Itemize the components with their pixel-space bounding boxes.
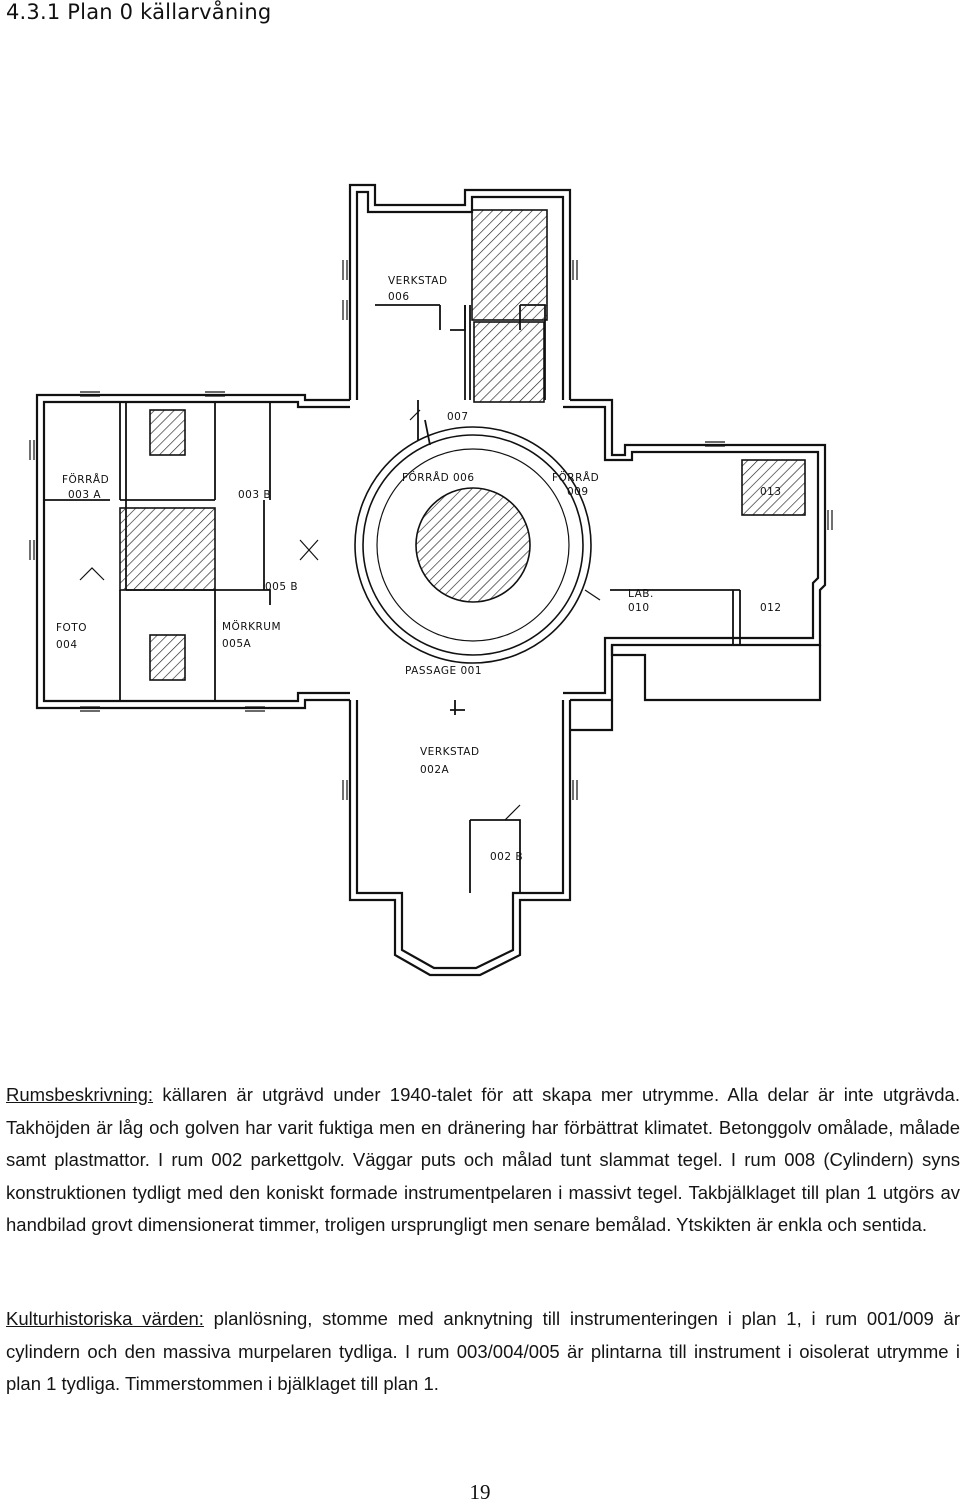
cultural-values-text: planlösning, stomme med anknytning till … bbox=[6, 1308, 960, 1395]
room-label-verkstad-002a-number: 002A bbox=[420, 764, 450, 776]
room-label-lab-number: 010 bbox=[628, 602, 650, 614]
cultural-values-paragraph: Kulturhistoriska värden: planlösning, st… bbox=[6, 1303, 960, 1401]
room-label-foto-number: 004 bbox=[56, 639, 78, 651]
room-description-text: källaren är utgrävd under 1940-talet för… bbox=[6, 1084, 960, 1236]
room-label-morkrum-name: MÖRKRUM bbox=[222, 620, 281, 633]
room-label-verkstad-006-name: VERKSTAD bbox=[388, 275, 448, 287]
room-label-005b: 005 B bbox=[265, 581, 298, 593]
room-label-002b: 002 B bbox=[490, 851, 523, 863]
room-label-forrad-009-name: FÖRRÅD bbox=[552, 471, 599, 484]
floor-plan-drawing: VERKSTAD 006 007 FÖRRÅD 006 FÖRRÅD 009 0… bbox=[29, 183, 833, 977]
cultural-values-lead: Kulturhistoriska värden: bbox=[6, 1308, 204, 1329]
room-description-paragraph: Rumsbeskrivning: källaren är utgrävd und… bbox=[6, 1079, 960, 1242]
room-label-forrad-009-number: 009 bbox=[567, 486, 589, 498]
window-marks bbox=[29, 260, 833, 800]
page-number: 19 bbox=[469, 1480, 491, 1504]
room-label-passage-001: PASSAGE 001 bbox=[405, 665, 482, 677]
room-label-forrad-003a-name: FÖRRÅD bbox=[62, 473, 109, 486]
room-labels: VERKSTAD 006 007 FÖRRÅD 006 FÖRRÅD 009 0… bbox=[56, 275, 782, 863]
room-description-lead: Rumsbeskrivning: bbox=[6, 1084, 154, 1105]
hatched-pillars bbox=[119, 209, 806, 681]
room-label-foto-name: FOTO bbox=[56, 622, 87, 634]
door-swings bbox=[79, 409, 601, 821]
room-label-verkstad-006-number: 006 bbox=[388, 291, 410, 303]
room-label-012: 012 bbox=[760, 602, 782, 614]
room-label-007: 007 bbox=[447, 411, 469, 423]
outer-walls bbox=[35, 183, 827, 977]
room-label-forrad-006: FÖRRÅD 006 bbox=[402, 471, 475, 484]
room-label-003b: 003 B bbox=[238, 489, 271, 501]
section-heading: 4.3.1 Plan 0 källarvåning bbox=[6, 0, 272, 24]
room-label-morkrum-number: 005A bbox=[222, 638, 252, 650]
room-label-lab-name: LAB. bbox=[628, 588, 654, 600]
room-label-verkstad-002a-name: VERKSTAD bbox=[420, 746, 480, 758]
cylinder-walls bbox=[354, 426, 592, 664]
room-label-013: 013 bbox=[760, 486, 782, 498]
room-label-forrad-003a-number: 003 A bbox=[68, 489, 101, 501]
